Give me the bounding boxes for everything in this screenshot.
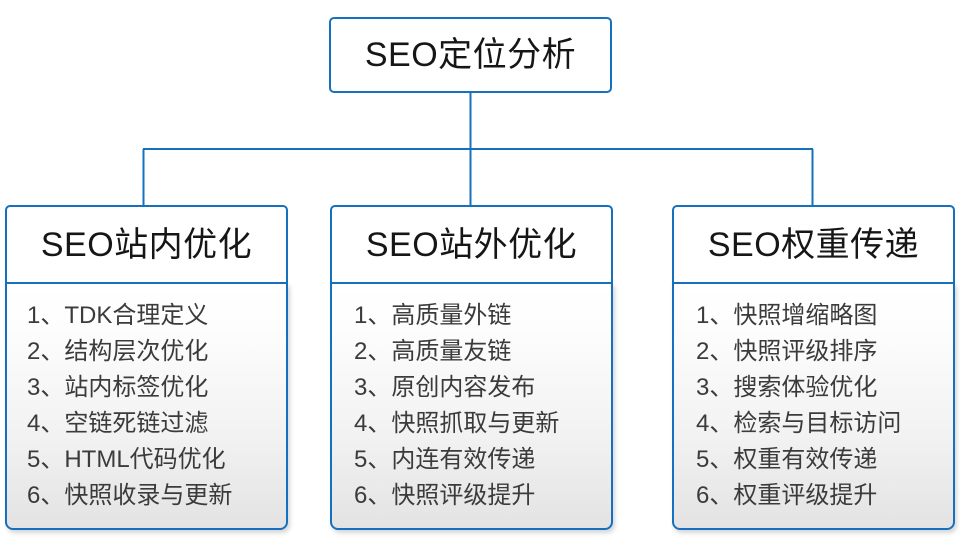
list-item: 1、快照增缩略图 xyxy=(696,302,878,329)
list-item: 3、站内标签优化 xyxy=(27,374,209,401)
root-node[interactable]: SEO定位分析 xyxy=(329,17,612,93)
branch-body-2: 1、快照增缩略图 2、快照评级排序 3、搜索体验优化 4、检索与目标访问 5、权… xyxy=(672,283,955,530)
list-item: 3、搜索体验优化 xyxy=(696,374,878,401)
branch-item-list-2: 1、快照增缩略图 2、快照评级排序 3、搜索体验优化 4、检索与目标访问 5、权… xyxy=(674,298,953,514)
branch-header-1[interactable]: SEO站外优化 xyxy=(330,205,613,283)
list-item: 2、高质量友链 xyxy=(354,338,512,365)
branch-body-1: 1、高质量外链 2、高质量友链 3、原创内容发布 4、快照抓取与更新 5、内连有… xyxy=(330,283,613,530)
list-item: 3、原创内容发布 xyxy=(354,374,536,401)
list-item: 6、快照收录与更新 xyxy=(27,482,233,509)
root-node-label: SEO定位分析 xyxy=(364,36,577,74)
branch-item-list-1: 1、高质量外链 2、高质量友链 3、原创内容发布 4、快照抓取与更新 5、内连有… xyxy=(332,298,611,514)
list-item: 5、内连有效传递 xyxy=(354,446,536,473)
branch-title-2: SEO权重传递 xyxy=(707,225,920,264)
list-item: 2、快照评级排序 xyxy=(696,338,878,365)
branch-column-seo-offsite[interactable]: SEO站外优化 1、高质量外链 2、高质量友链 3、原创内容发布 4、快照抓取与… xyxy=(330,205,613,530)
list-item: 4、检索与目标访问 xyxy=(696,410,902,437)
branch-title-0: SEO站内优化 xyxy=(40,225,253,264)
list-item: 6、快照评级提升 xyxy=(354,482,536,509)
branch-item-list-0: 1、TDK合理定义 2、结构层次优化 3、站内标签优化 4、空链死链过滤 5、H… xyxy=(7,298,286,514)
list-item: 1、TDK合理定义 xyxy=(27,302,209,329)
list-item: 4、空链死链过滤 xyxy=(27,410,209,437)
list-item: 5、HTML代码优化 xyxy=(27,446,226,473)
list-item: 6、权重评级提升 xyxy=(696,482,878,509)
list-item: 1、高质量外链 xyxy=(354,302,512,329)
branch-header-0[interactable]: SEO站内优化 xyxy=(5,205,288,283)
list-item: 4、快照抓取与更新 xyxy=(354,410,560,437)
list-item: 5、权重有效传递 xyxy=(696,446,878,473)
branch-column-seo-onsite[interactable]: SEO站内优化 1、TDK合理定义 2、结构层次优化 3、站内标签优化 4、空链… xyxy=(5,205,288,530)
branch-header-2[interactable]: SEO权重传递 xyxy=(672,205,955,283)
branch-column-seo-weight[interactable]: SEO权重传递 1、快照增缩略图 2、快照评级排序 3、搜索体验优化 4、检索与… xyxy=(672,205,955,530)
list-item: 2、结构层次优化 xyxy=(27,338,209,365)
branch-title-1: SEO站外优化 xyxy=(365,225,578,264)
branch-body-0: 1、TDK合理定义 2、结构层次优化 3、站内标签优化 4、空链死链过滤 5、H… xyxy=(5,283,288,530)
